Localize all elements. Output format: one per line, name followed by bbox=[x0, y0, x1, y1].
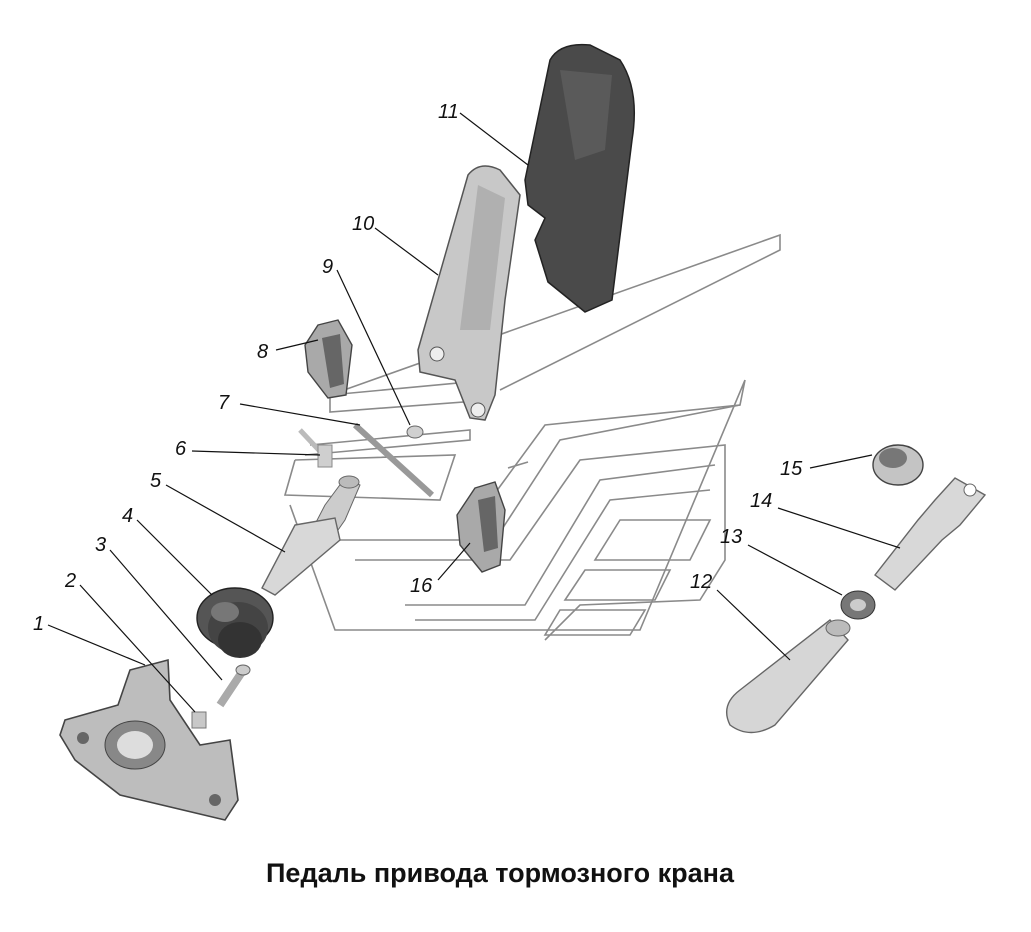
part-1-base-bracket bbox=[59, 658, 239, 821]
callout-labels: 1 2 3 4 5 6 7 8 9 10 11 12 13 14 15 16 bbox=[33, 101, 803, 635]
part-14-push-rod bbox=[874, 477, 987, 591]
figure-caption: Педаль привода тормозного крана bbox=[266, 858, 734, 888]
callout-7: 7 bbox=[218, 392, 230, 414]
callout-9: 9 bbox=[322, 256, 333, 278]
floor-outline bbox=[283, 233, 781, 641]
callout-16: 16 bbox=[410, 575, 433, 597]
part-2-bush bbox=[191, 711, 207, 729]
part-8-bracket bbox=[304, 319, 353, 399]
part-5-plunger bbox=[261, 475, 361, 596]
callout-12: 12 bbox=[690, 571, 712, 593]
part-6-bushing bbox=[317, 444, 333, 468]
callout-leaders bbox=[47, 112, 901, 713]
callout-3: 3 bbox=[95, 534, 106, 556]
part-10-pedal-lever bbox=[417, 165, 521, 421]
callout-14: 14 bbox=[750, 490, 772, 512]
part-3-pin bbox=[216, 664, 251, 708]
callout-2: 2 bbox=[64, 570, 76, 592]
part-9-pin bbox=[406, 425, 424, 439]
callout-6: 6 bbox=[175, 438, 187, 460]
part-13-nut bbox=[840, 590, 876, 620]
part-4-boot bbox=[196, 587, 274, 658]
part-11-cover bbox=[524, 43, 636, 313]
part-12-pedal-pad bbox=[726, 619, 851, 734]
callout-5: 5 bbox=[150, 470, 162, 492]
part-16-bracket bbox=[456, 481, 506, 573]
callout-10: 10 bbox=[352, 213, 374, 235]
callout-4: 4 bbox=[122, 505, 133, 527]
callout-15: 15 bbox=[780, 458, 803, 480]
callout-13: 13 bbox=[720, 526, 742, 548]
part-15-ring bbox=[872, 444, 924, 486]
callout-8: 8 bbox=[257, 341, 268, 363]
callout-11: 11 bbox=[438, 101, 459, 123]
callout-1: 1 bbox=[33, 613, 44, 635]
